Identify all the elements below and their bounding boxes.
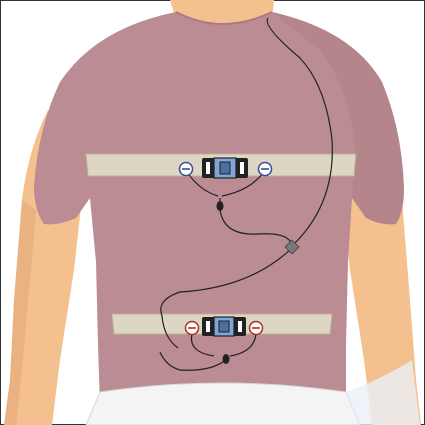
pants <box>86 383 360 425</box>
upper-junction <box>217 201 224 211</box>
lower-left-electrode <box>186 322 199 335</box>
lower-right-electrode <box>250 322 263 335</box>
upper-left-electrode <box>180 163 193 176</box>
lower-chest-strap-buckle-icon <box>202 317 246 336</box>
upper-chest-strap-buckle-icon <box>202 158 248 178</box>
lower-junction <box>223 354 230 364</box>
upper-right-electrode <box>259 163 272 176</box>
